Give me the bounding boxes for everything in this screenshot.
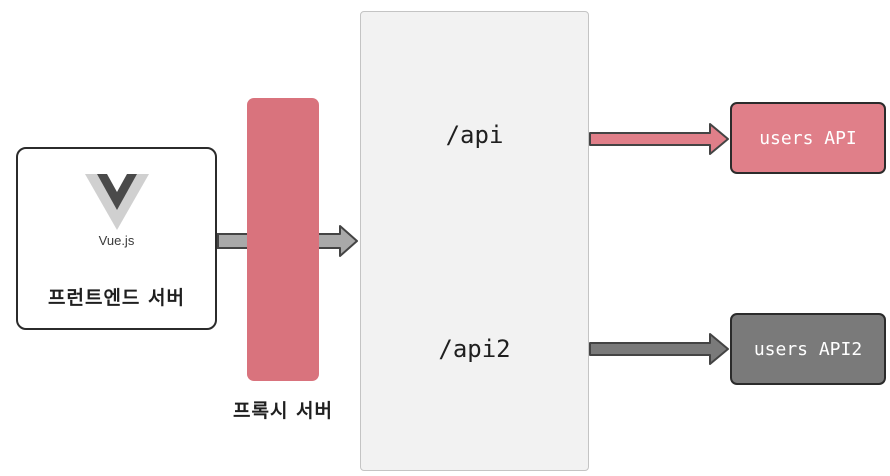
route-api2-label: /api2 [438, 335, 511, 363]
users-api-box: users API [730, 102, 886, 174]
frontend-server-label: 프런트엔드 서버 [48, 287, 185, 309]
arrow-frontend-to-proxy [217, 233, 251, 249]
proxy-server-bar [247, 98, 319, 381]
vue-logo-icon [85, 174, 149, 230]
arrow-api-to-users-api [589, 123, 729, 155]
vue-logo-text: Vue.js [98, 233, 135, 248]
arrow-proxy-to-gateway [315, 225, 358, 257]
routing-gateway-box [360, 11, 589, 471]
proxy-server-label: 프록시 서버 [232, 400, 333, 422]
users-api2-box: users API2 [730, 313, 886, 385]
route-api-label: /api [445, 121, 504, 149]
frontend-server-box: Vue.js 프런트엔드 서버 [16, 147, 217, 330]
arrow-api2-to-users-api2 [589, 333, 729, 365]
